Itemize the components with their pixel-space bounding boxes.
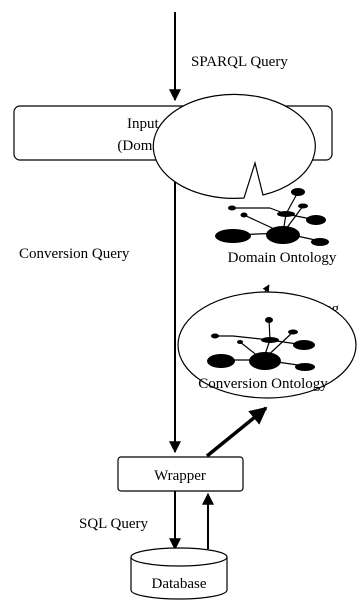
conversion-ontology-label: Conversion Ontology [198,376,328,392]
conversion-ontology-nodes [207,317,315,371]
domain-ontology-nodes [215,188,329,246]
domain-ontology-callout: Domain Ontology [152,93,337,266]
wrapper-label: Wrapper [154,468,206,484]
conversion-ontology-node: Conversion Ontology [177,291,357,399]
sql-query-label: SQL Query [79,516,149,532]
wrapper-to-conversion-arrow [205,406,268,458]
database-cylinder: Database [130,547,228,600]
conversion-query-label: Conversion Query [19,246,130,262]
database-label: Database [152,576,207,592]
domain-ontology-label: Domain Ontology [228,250,337,266]
sparql-query-label: SPARQL Query [191,54,288,70]
wrapper-box [117,456,244,492]
